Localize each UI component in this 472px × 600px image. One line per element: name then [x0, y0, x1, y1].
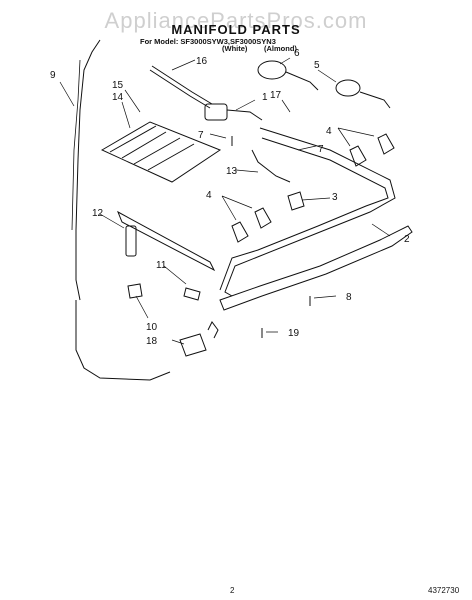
callout-16: 16	[196, 56, 208, 67]
thermostat-valve	[287, 191, 305, 211]
burner-valve-right-b	[377, 133, 395, 155]
callout-11: 11	[156, 260, 167, 271]
callout-7-left: 7	[198, 130, 204, 141]
callout-12: 12	[92, 208, 104, 219]
burner-valve-right-a	[349, 145, 367, 167]
capillary-tube	[75, 39, 171, 381]
callout-3: 3	[332, 192, 338, 203]
callout-10: 10	[146, 322, 158, 333]
manifold-pipe	[224, 127, 396, 297]
callout-1: 1	[262, 92, 268, 103]
callout-4-left: 4	[206, 190, 212, 201]
igniter-bracket	[117, 210, 216, 272]
callout-5: 5	[314, 60, 320, 71]
watermark: AppliancePartsPros.com	[104, 8, 368, 33]
page-number: 2	[230, 586, 235, 595]
igniter-block	[125, 225, 137, 257]
page-title: MANIFOLD PARTS	[171, 22, 301, 37]
callout-2: 2	[404, 234, 410, 245]
leader-lines	[59, 57, 391, 345]
regulator-almond	[335, 79, 361, 97]
callout-14: 14	[112, 92, 124, 103]
document-number: 4372730	[428, 586, 460, 595]
callout-18: 17	[270, 90, 282, 101]
burner-valve-left-b	[254, 207, 272, 229]
variant-white: (White)	[222, 44, 248, 53]
callout-17: 18	[146, 336, 158, 347]
model-line: For Model: SF3000SYW3,SF3000SYN3	[140, 37, 276, 46]
callout-labels: 9 15 14 16 1 6 5 17 4 7 7 13 3 4 12 2 11…	[50, 48, 410, 347]
callout-9: 9	[50, 70, 56, 81]
callout-4-right: 4	[326, 126, 332, 137]
callout-8: 8	[346, 292, 352, 303]
mounting-clip	[183, 287, 201, 301]
broil-shield	[100, 121, 222, 183]
callout-13: 13	[226, 166, 238, 177]
callout-7-right: 7	[318, 144, 324, 155]
pressure-regulator	[257, 60, 287, 80]
capillary-clip	[127, 283, 143, 299]
gas-supply-pipe	[149, 69, 211, 109]
oven-valve-body	[204, 103, 228, 121]
callout-19: 19	[288, 328, 300, 339]
variant-almond: (Almond)	[264, 44, 297, 53]
callout-6: 6	[294, 48, 300, 59]
manifold-bracket	[219, 225, 413, 311]
burner-valve-left-a	[231, 221, 249, 243]
callout-15: 15	[112, 80, 124, 91]
igniter-wire	[251, 149, 291, 183]
spark-module	[179, 333, 207, 357]
